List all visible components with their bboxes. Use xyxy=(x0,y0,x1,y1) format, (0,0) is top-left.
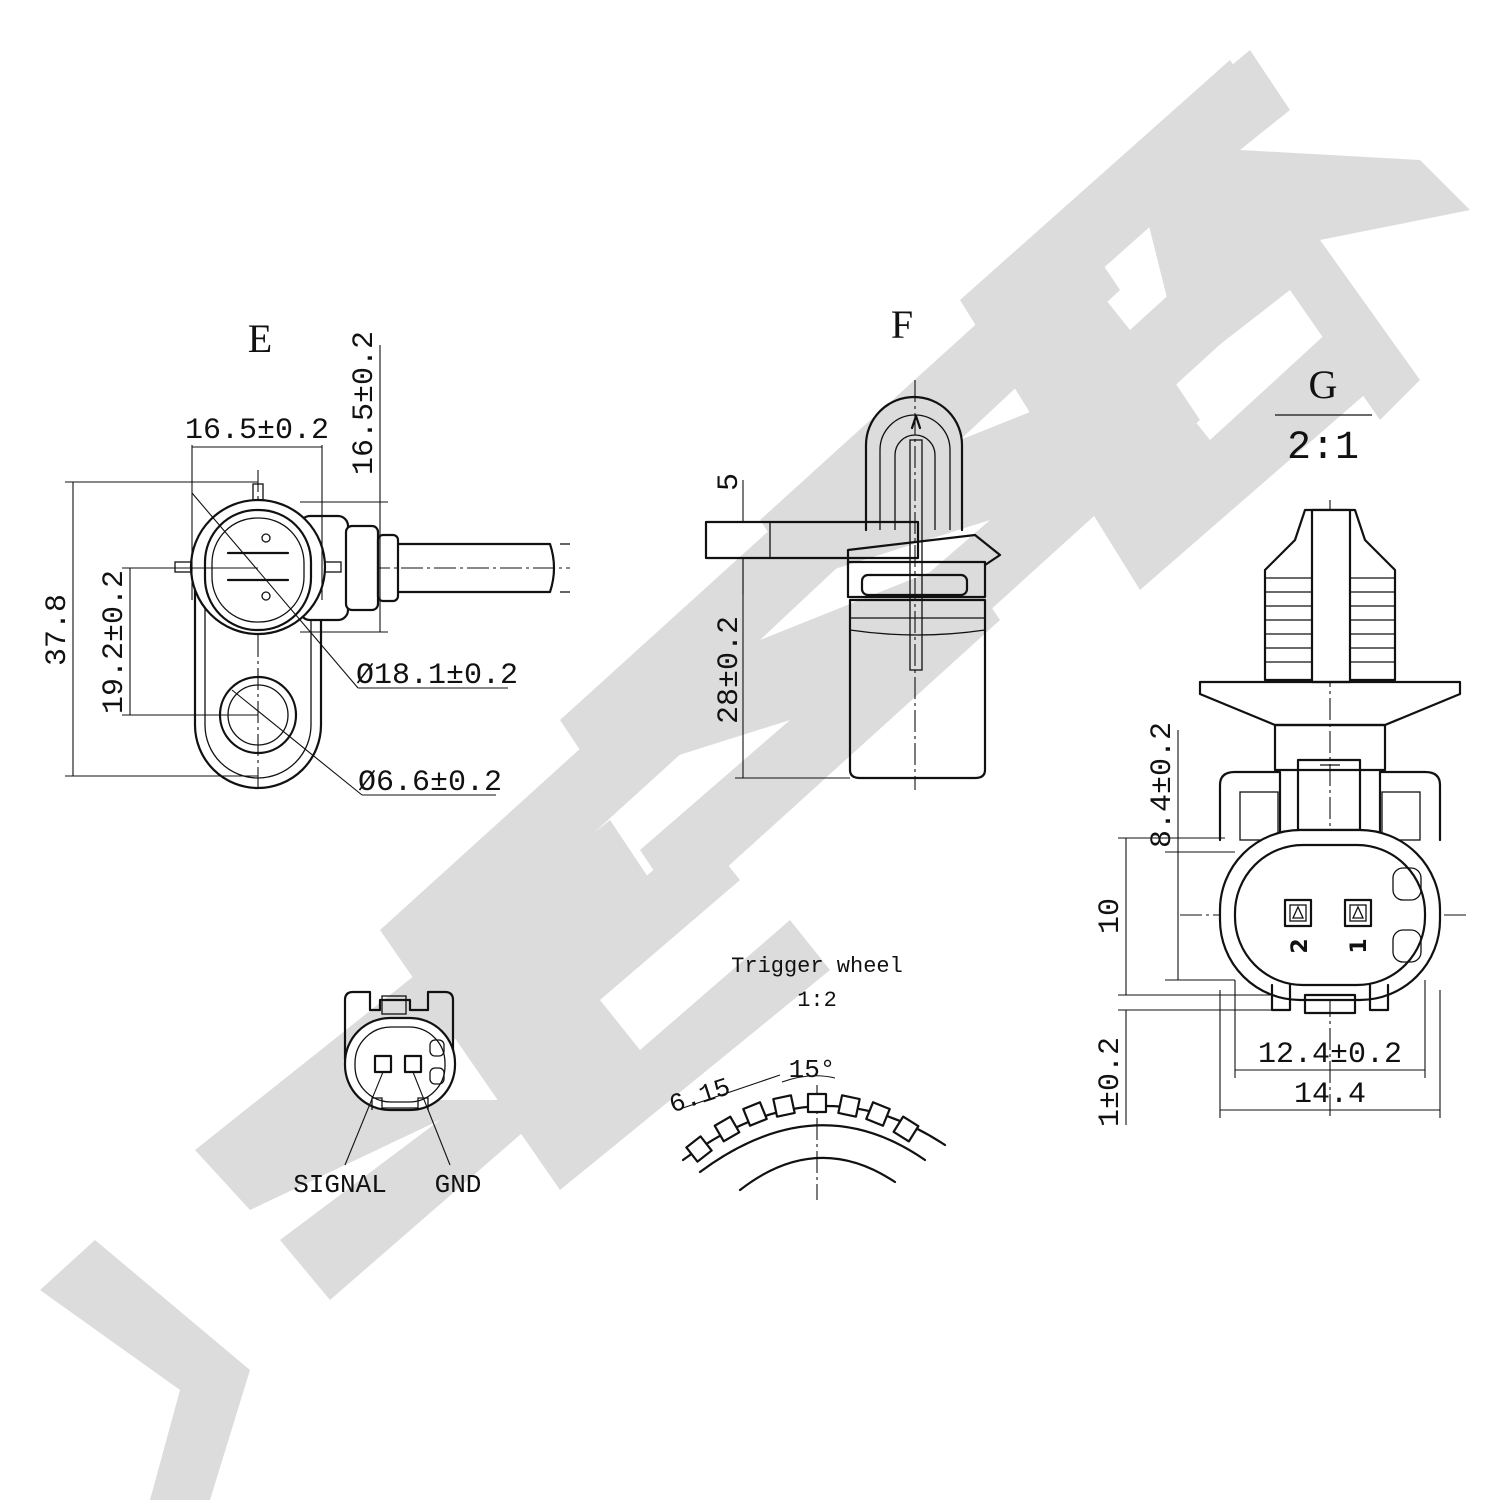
g-connector-face xyxy=(1218,828,1442,1002)
g-inner-width-dimension: 12.4±0.2 xyxy=(1258,1038,1402,1072)
view-g: G 2:1 xyxy=(1094,362,1470,1127)
e-hole-spacing-dimension: 19.2±0.2 xyxy=(98,570,132,714)
e-height-top-dimension: 16.5±0.2 xyxy=(348,331,382,475)
e-sensor-body xyxy=(189,498,327,636)
view-e-label: E xyxy=(248,316,272,361)
g-pin-2-label: 2 xyxy=(1288,938,1313,953)
g-outer-width-dimension: 14.4 xyxy=(1294,1078,1366,1112)
g-pin-1-label: 1 xyxy=(1347,938,1372,953)
trigger-wheel-teeth xyxy=(685,1092,920,1163)
f-body-length-dimension: 28±0.2 xyxy=(713,616,747,724)
view-f-label: F xyxy=(891,302,913,347)
connector-pinout: SIGNAL GND xyxy=(293,990,482,1200)
watermark-logo xyxy=(40,50,1470,1500)
g-pin-1 xyxy=(1343,898,1373,928)
g-height-mid-dimension: 10 xyxy=(1094,898,1128,934)
trigger-wheel: Trigger wheel 1:2 6.15 15° xyxy=(666,954,947,1200)
g-fir-tree-clip xyxy=(1263,508,1397,684)
f-flange xyxy=(704,520,920,560)
gnd-label: GND xyxy=(435,1170,482,1200)
e-hole-diameter-dimension: Ø6.6±0.2 xyxy=(358,766,502,800)
e-body-diameter-dimension: Ø18.1±0.2 xyxy=(356,659,518,693)
g-pin-2 xyxy=(1283,898,1313,928)
trigger-wheel-title: Trigger wheel xyxy=(731,954,903,979)
e-width-dimension: 16.5±0.2 xyxy=(185,414,329,448)
view-g-label: G xyxy=(1309,362,1338,407)
view-g-scale: 2:1 xyxy=(1287,426,1359,471)
f-sensor-body xyxy=(848,598,987,780)
f-flange-thickness-dimension: 5 xyxy=(713,473,747,491)
trigger-wheel-angle-dimension: 15° xyxy=(789,1055,836,1085)
signal-label: SIGNAL xyxy=(293,1170,387,1200)
view-e: E 16.5±0.2 xyxy=(41,316,570,800)
e-flange-arm xyxy=(193,588,323,790)
view-f: F 5 28±0.2 xyxy=(704,302,1002,790)
g-height-upper-dimension: 8.4±0.2 xyxy=(1146,722,1180,848)
e-total-height-dimension: 37.8 xyxy=(41,594,75,666)
trigger-wheel-scale: 1:2 xyxy=(797,988,837,1013)
g-offset-dimension: 1±0.2 xyxy=(1094,1037,1128,1127)
